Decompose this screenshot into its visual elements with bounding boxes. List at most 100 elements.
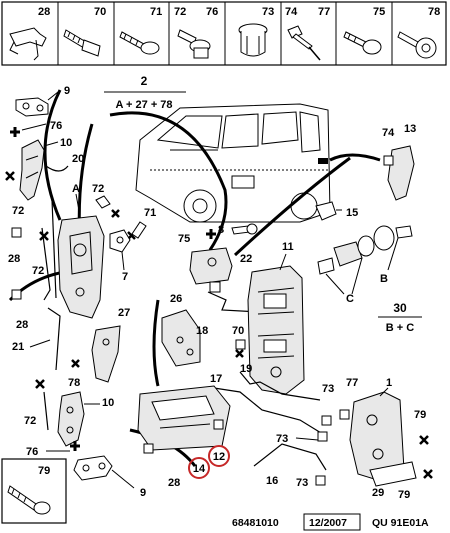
lock-cylinder-C[interactable]: C B: [317, 225, 413, 305]
fastener-79-bottom[interactable]: 79: [398, 469, 433, 501]
fastener-73-mid[interactable]: 73: [276, 431, 328, 445]
callout-16: 16: [266, 475, 278, 487]
fastener-79-right[interactable]: 79: [414, 409, 429, 445]
fastener-72-left[interactable]: 72: [5, 171, 24, 217]
screw-icon: [119, 31, 160, 55]
highlight-12[interactable]: 12: [208, 445, 230, 467]
plate-29[interactable]: 29: [369, 461, 417, 499]
screw-76-bottom[interactable]: 76: [26, 441, 80, 458]
van-illustration: [135, 103, 331, 223]
clip-28-bottom[interactable]: 28: [143, 443, 180, 489]
inset-79-label: 79: [38, 465, 50, 477]
lock-mechanism-A[interactable]: A: [41, 183, 105, 319]
header-cell-screw[interactable]: 71: [119, 6, 162, 55]
callout-19: 19: [240, 363, 252, 375]
fastener-70[interactable]: 70: [232, 325, 246, 358]
callout-30: 30: [393, 301, 407, 315]
header-number-76: 76: [206, 6, 218, 18]
washer-bolt-icon: [177, 29, 211, 59]
rod-18[interactable]: 18: [196, 291, 261, 337]
callout-30-formula: B + C: [386, 322, 414, 334]
fastener-72-bottom[interactable]: 72: [24, 379, 49, 431]
clip-28-upper[interactable]: 28: [8, 227, 22, 265]
callout-15: 15: [346, 207, 358, 219]
callout-79-bottom: 79: [398, 489, 410, 501]
fastener-75[interactable]: 75: [178, 229, 216, 245]
rod-21[interactable]: 21: [12, 307, 61, 371]
hinge-10-bottom[interactable]: 10: [57, 391, 114, 447]
rod-16[interactable]: 16: [253, 443, 327, 487]
header-number-77: 77: [318, 6, 330, 18]
fastener-77[interactable]: 77: [339, 377, 358, 420]
callout-27: 27: [118, 307, 130, 319]
assembly-30-callout: 30 B + C: [378, 301, 422, 334]
highlight-14[interactable]: 14: [188, 457, 210, 479]
cap-15[interactable]: 15: [315, 201, 358, 221]
rod-19[interactable]: 19: [239, 363, 321, 401]
callout-2-formula: A + 27 + 78: [115, 99, 172, 111]
header-number-75: 75: [373, 6, 385, 18]
bracket-9-top[interactable]: 9: [15, 85, 70, 117]
header-number-70: 70: [94, 6, 106, 18]
callout-78: 78: [68, 377, 80, 389]
bracket-7[interactable]: 7: [109, 229, 131, 283]
header-cell-clip[interactable]: 28: [9, 6, 50, 61]
callout-11: 11: [282, 241, 294, 253]
rivet-icon: [287, 25, 321, 61]
header-cell-nut-bolt[interactable]: 78: [397, 6, 440, 59]
callout-28-bottom: 28: [168, 477, 180, 489]
fastener-73-bottom[interactable]: 73: [296, 475, 326, 489]
actuator-22[interactable]: 22: [189, 247, 252, 293]
header-number-74: 74: [285, 6, 298, 18]
fastener-71[interactable]: 71: [127, 207, 156, 240]
callout-72-lower: 72: [32, 265, 44, 277]
callout-20: 20: [72, 153, 84, 165]
door-handle-14[interactable]: [137, 385, 231, 451]
countersunk-screw-icon: [7, 485, 51, 515]
header-cell-flange-screw[interactable]: 75: [343, 6, 385, 55]
handle-13[interactable]: 13 74: [382, 123, 416, 201]
header-number-72: 72: [174, 6, 186, 18]
clip-28-mid[interactable]: 28: [11, 289, 28, 331]
callout-28-mid: 28: [16, 319, 28, 331]
callout-13: 13: [404, 123, 416, 135]
screw-8[interactable]: 8: [218, 223, 258, 236]
callout-17: 17: [210, 373, 222, 385]
inset-part-79[interactable]: 79: [1, 458, 67, 524]
rod-20[interactable]: 20: [45, 153, 84, 172]
header-cell-tag-washer[interactable]: 72 76: [174, 6, 218, 59]
footer-code: QU 91E01A: [372, 517, 429, 529]
callout-A: A: [72, 183, 80, 195]
bracket-9-bottom[interactable]: 9: [73, 455, 146, 499]
header-cell-plug[interactable]: 73: [238, 6, 274, 57]
header-cell-rivet-pin[interactable]: 74 77: [285, 6, 330, 61]
header-number-28: 28: [38, 6, 50, 18]
nut-bolt-icon: [397, 31, 437, 59]
callout-C: C: [346, 293, 354, 305]
callout-73-bottom: 73: [296, 477, 308, 489]
fastener-78[interactable]: 78: [68, 359, 80, 389]
screw-76-top[interactable]: 76: [10, 120, 62, 137]
assembly-2-callout: 2 A + 27 + 78: [104, 74, 186, 111]
callout-76-bottom: 76: [26, 446, 38, 458]
callout-9-top: 9: [64, 85, 70, 97]
callout-76-top: 76: [50, 120, 62, 132]
lock-assembly-11[interactable]: 11: [247, 241, 305, 395]
callout-79-right: 79: [414, 409, 426, 421]
latch-1[interactable]: 1: [349, 377, 405, 483]
footer-ref: 68481010: [232, 517, 279, 529]
plate-26[interactable]: 26: [161, 293, 201, 367]
callout-29: 29: [372, 487, 384, 499]
bracket-27[interactable]: 27: [91, 307, 130, 383]
fastener-72-lower[interactable]: 72: [32, 231, 49, 277]
callout-73-mid: 73: [276, 433, 288, 445]
rod-17[interactable]: 17: [210, 373, 327, 437]
header-number-71: 71: [150, 6, 162, 18]
hinge-10-top[interactable]: 10: [19, 137, 72, 201]
callout-7: 7: [122, 271, 128, 283]
fastener-73-upper[interactable]: 73: [321, 383, 334, 426]
header-cell-bolt[interactable]: 70: [63, 6, 106, 57]
callout-75: 75: [178, 233, 190, 245]
callout-28-upper: 28: [8, 253, 20, 265]
fastener-72-mid[interactable]: 72: [92, 183, 120, 218]
